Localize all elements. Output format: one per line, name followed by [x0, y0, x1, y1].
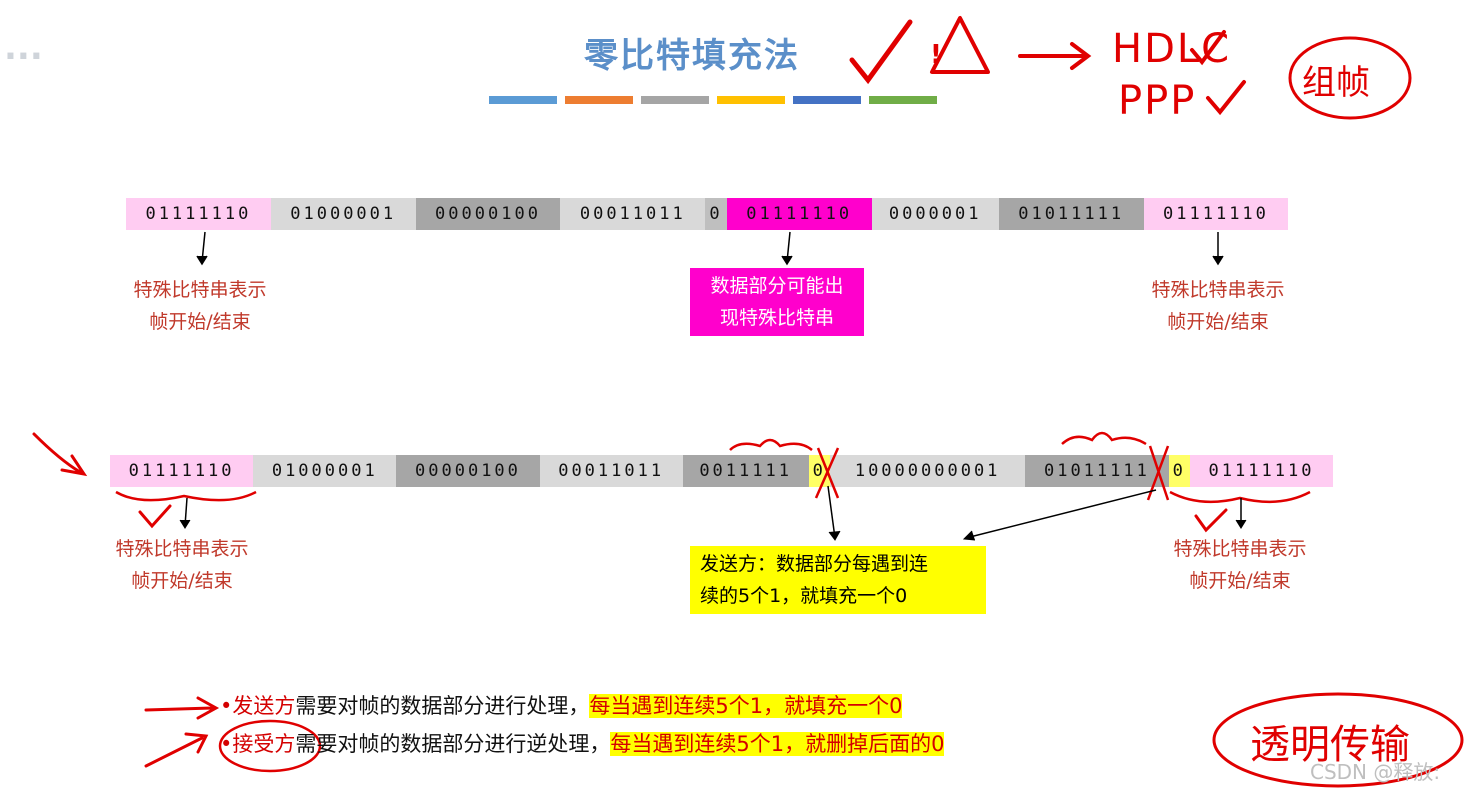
logo-watermark: ... [4, 28, 43, 68]
warning-mark-text: ! [930, 40, 942, 70]
cross-icon [814, 447, 840, 499]
color-bar [641, 96, 709, 104]
bit-string: 00011011 [579, 204, 686, 224]
label-frame-start: 特殊比特串表示 帧开始/结束 [100, 274, 300, 338]
label-line: 特殊比特串表示 [1173, 538, 1307, 560]
checkmark-icon [1206, 80, 1246, 116]
bullet-dot: • [220, 732, 233, 756]
transparent-transmission-text: 透明传输 [1250, 722, 1410, 768]
bit-string: 01111110 [746, 204, 853, 224]
bullet-text: 需要对帧的数据部分进行处理， [295, 694, 590, 718]
label-line: 续的5个1，就填充一个0 [700, 585, 908, 607]
bit-segment: 0 [705, 198, 727, 230]
color-bar [489, 96, 557, 104]
bullet-sender: •发送方需要对帧的数据部分进行处理，每当遇到连续5个1，就填充一个0 [220, 690, 903, 720]
bit-segment: 01111110 [126, 198, 271, 230]
color-bar [565, 96, 633, 104]
page-title: 零比特填充法 [584, 36, 800, 76]
label-frame-end-2: 特殊比特串表示 帧开始/结束 [1140, 533, 1340, 597]
brace-mark [1169, 490, 1311, 504]
arrow-right-icon [144, 732, 209, 768]
arrow-right-icon [1018, 42, 1092, 70]
handwritten-annotations [849, 16, 1412, 120]
label-frame-end: 特殊比特串表示 帧开始/结束 [1118, 274, 1318, 338]
label-frame-start-2: 特殊比特串表示 帧开始/结束 [82, 533, 282, 597]
ppp-text: PPP [1118, 78, 1197, 124]
row2-marks [32, 431, 1311, 541]
arrow-right-icon [32, 432, 88, 477]
bit-string: 00000100 [435, 204, 541, 224]
bullet-arrows [144, 696, 220, 768]
label-line: 特殊比特串表示 [1151, 279, 1285, 301]
bit-segment: 00011011 [560, 198, 706, 230]
checkmark-icon [849, 19, 913, 85]
label-line: 特殊比特串表示 [133, 279, 267, 301]
bullet-highlight: 每当遇到连续5个1，就删掉后面的0 [610, 732, 945, 756]
bit-string: 01111110 [1163, 204, 1269, 224]
label-line: 帧开始/结束 [1189, 570, 1291, 592]
bullet-role: 接受方 [232, 732, 296, 756]
brace-mark [729, 438, 813, 451]
bullet-dot: • [220, 694, 233, 718]
label-data-may-contain-flag: 数据部分可能出 现特殊比特串 [690, 268, 864, 336]
arrow-right-icon [144, 696, 220, 720]
bit-string: 0000001 [888, 204, 982, 224]
label-line: 数据部分可能出 [710, 275, 844, 297]
circle-receiver [218, 719, 322, 773]
bit-segment: 01111110 [1143, 198, 1289, 230]
bit-string: 0 [709, 204, 723, 224]
bit-string: 01011111 [1018, 204, 1125, 224]
csdn-watermark: CSDN @释放: [1310, 760, 1441, 784]
bit-segment: 0000001 [871, 198, 999, 230]
label-line: 发送方：数据部分每遇到连 [700, 553, 929, 575]
circle-mark [1288, 36, 1412, 120]
label-sender-stuffing: 发送方：数据部分每遇到连 续的5个1，就填充一个0 [690, 546, 986, 614]
arrow-down-icon [827, 485, 836, 539]
bullet-receiver: •接受方需要对帧的数据部分进行逆处理，每当遇到连续5个1，就删掉后面的0 [220, 728, 945, 758]
checkmark-icon [138, 504, 172, 529]
bullet-text: 需要对帧的数据部分进行逆处理， [295, 732, 611, 756]
label-line: 帧开始/结束 [1167, 311, 1269, 333]
arrow-pointer-icon [965, 489, 1157, 539]
label-line: 帧开始/结束 [149, 311, 251, 333]
label-line: 特殊比特串表示 [115, 538, 249, 560]
checkmark-icon [1194, 508, 1228, 533]
bit-segment: 01011111 [998, 198, 1144, 230]
warning-icon [930, 16, 990, 74]
hdlc-text: HDLC [1112, 26, 1232, 72]
label-line: 帧开始/结束 [131, 570, 233, 592]
bit-segment: 01000001 [270, 198, 416, 230]
bit-segment: 00000100 [415, 198, 561, 230]
framing-text: 组帧 [1302, 63, 1370, 103]
bit-string: 01000001 [290, 204, 397, 224]
brace-mark [1061, 431, 1147, 446]
bit-row-original: 01111110 01000001 00000100 00011011 0 0111111… [126, 198, 1289, 230]
color-bar [717, 96, 785, 104]
row1-arrows [196, 231, 1224, 266]
circle-transparent [1212, 692, 1464, 788]
color-bar [793, 96, 861, 104]
checkmark-icon [1190, 30, 1226, 66]
bit-string: 01111110 [145, 204, 252, 224]
bullet-role: 发送方 [232, 694, 296, 718]
bullet-highlight: 每当遇到连续5个1，就填充一个0 [589, 694, 903, 718]
color-bar [869, 96, 937, 104]
label-line: 现特殊比特串 [719, 307, 834, 329]
brace-mark [115, 490, 257, 502]
bit-segment: 01111110 [726, 198, 872, 230]
